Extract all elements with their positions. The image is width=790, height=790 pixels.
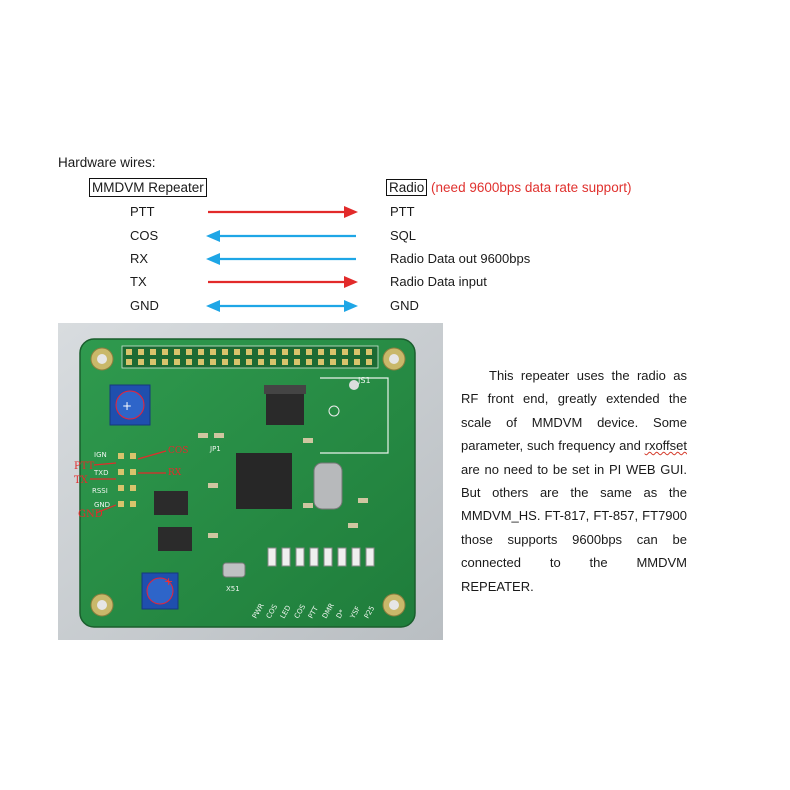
wire-left-tx: TX [130,274,147,289]
ann-cos: COS [168,446,188,456]
description-part1: This repeater uses the radio as RF front… [461,368,687,454]
rxoffset-term: rxoffset [644,438,687,454]
wire-right-data-input: Radio Data input [390,274,487,289]
js1-label: JS1 [357,376,371,385]
board-bottom-label: D* [335,608,347,620]
board-photo: JS1 + IG [58,323,443,640]
mmdvm-repeater-header: MMDVM Repeater [89,178,207,197]
description-paragraph: This repeater uses the radio as RF front… [461,364,687,598]
radio-header-group: Radio (need 9600bps data rate support) [386,178,631,197]
ign-label: IGN [94,451,107,459]
wire-right-ptt: PTT [390,204,415,219]
arrow-ptt [208,206,358,218]
arrow-gnd [206,300,358,312]
radio-note: (need 9600bps data rate support) [431,180,632,195]
wire-left-rx: RX [130,251,149,266]
wire-left-gnd: GND [130,298,159,313]
svg-text:+: + [122,399,132,413]
radio-header: Radio [386,179,428,196]
description-part2: are no need to be set in PI WEB GUI. But… [461,461,687,594]
x51-label: X51 [226,585,240,593]
wire-right-gnd: GND [390,298,419,313]
ann-gnd: GND [78,509,103,520]
arrow-cos [206,230,356,242]
pcb-illustration: JS1 + IG [58,323,443,640]
ann-tx: TX [74,475,89,486]
wire-right-sql: SQL [390,228,417,243]
wire-left-ptt: PTT [130,204,155,219]
wire-right-data-out: Radio Data out 9600bps [390,251,531,266]
rssi-label: RSSI [92,487,108,495]
arrow-rx [206,253,356,265]
txd-label: TXD [93,469,108,477]
gnd-board-label: GND [94,501,110,509]
svg-text:+: + [164,575,173,588]
wire-left-cos: COS [130,228,159,243]
wire-arrows [206,206,358,312]
ann-ptt: PTT [74,461,95,472]
ann-rx: RX [168,468,182,478]
jp1-label: JP1 [209,445,221,453]
hardware-wires-title: Hardware wires: [58,155,156,170]
mcu-chip [236,453,292,509]
arrow-tx [208,276,358,288]
